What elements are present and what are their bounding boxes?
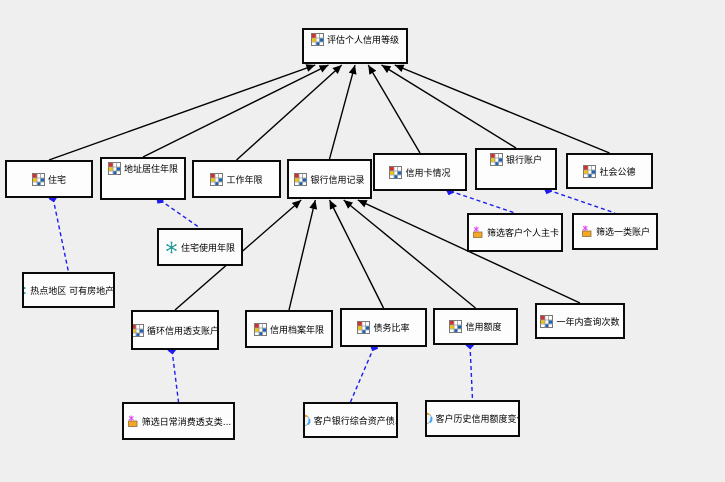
table-icon (449, 320, 463, 333)
node-label: 循环信用透支账户 (147, 326, 219, 337)
node-label: 债务比率 (373, 324, 410, 334)
node-credit-file-years[interactable]: 信用档案年限 (245, 310, 333, 348)
edge-credit-card-root (367, 64, 421, 154)
node-label: 工作年限 (226, 175, 263, 186)
node-label: 住宅使用年限 (180, 243, 235, 254)
table-icon (294, 172, 308, 186)
node-label: 信用卡情况 (405, 168, 451, 179)
node-filter-class1-account[interactable]: 筛选一类账户 (572, 213, 658, 250)
node-residence-use-years[interactable]: 住宅使用年限 (157, 228, 243, 266)
node-label: 地址居住年限 (123, 165, 178, 175)
node-debt-ratio[interactable]: 债务比率 (340, 308, 427, 347)
node-bank-credit[interactable]: 银行信用记录 (287, 159, 372, 199)
edge-credit-limit-credit-limit-history (465, 340, 475, 401)
edge-address-years-root (142, 64, 329, 158)
node-label: 热点地区 可有房地产... (30, 286, 115, 297)
node-bank-assets[interactable]: 客户银行综合资产债... (303, 402, 398, 438)
node-hot-area[interactable]: 热点地区 可有房地产... (22, 272, 115, 308)
table-icon (133, 323, 144, 337)
node-root[interactable]: 评估个人信用等级 (302, 28, 408, 64)
node-revolving-account[interactable]: 循环信用透支账户 (131, 310, 219, 350)
filter-icon (126, 415, 139, 428)
node-label: 客户历史信用额度变化 (435, 415, 520, 425)
filter-icon (471, 226, 484, 239)
node-label: 住宅 (47, 175, 66, 186)
node-label: 信用档案年限 (269, 325, 324, 336)
node-filter-daily-overdraft[interactable]: 筛选日常消费透支类... (122, 402, 235, 440)
node-work-years[interactable]: 工作年限 (192, 160, 281, 198)
filter-icon (580, 225, 593, 238)
node-label: 银行账户 (505, 156, 542, 166)
edge-residence-root (48, 64, 316, 161)
edge-social-morality-root (394, 64, 610, 154)
table-icon (583, 164, 597, 178)
snowflake-icon (165, 241, 178, 254)
edge-address-years-residence-use-years (156, 196, 201, 229)
node-label: 银行信用记录 (310, 175, 365, 186)
node-filter-personal-card[interactable]: 筛选客户个人主卡 (467, 213, 563, 252)
table-icon (210, 172, 224, 186)
node-label: 评估个人信用等级 (326, 36, 399, 46)
edge-debt-ratio-bank-assets (349, 342, 379, 403)
edge-debt-ratio-bank-credit (328, 199, 385, 309)
node-credit-limit-history[interactable]: 客户历史信用额度变化 (425, 400, 520, 437)
node-address-years[interactable]: 地址居住年限 (100, 157, 186, 200)
table-icon (107, 162, 121, 175)
table-icon (357, 321, 371, 334)
node-query-count[interactable]: 一年内查询次数 (535, 303, 625, 339)
globe-icon (427, 412, 433, 425)
edge-credit-file-years-bank-credit (288, 199, 318, 311)
table-icon (540, 314, 554, 328)
snowflake-icon (24, 284, 27, 297)
node-label: 筛选客户个人主卡 (486, 229, 559, 239)
node-label: 客户银行综合资产债... (313, 416, 398, 427)
table-icon (389, 165, 403, 179)
table-icon (310, 33, 324, 46)
edge-credit-limit-bank-credit (343, 199, 476, 309)
edge-bank-account-root (381, 64, 517, 149)
edge-bank-credit-root (328, 64, 357, 160)
node-credit-limit[interactable]: 信用额度 (433, 308, 518, 345)
node-label: 信用额度 (465, 323, 502, 333)
edge-revolving-account-filter-daily-overdraft (167, 345, 180, 403)
node-residence[interactable]: 住宅 (5, 160, 93, 198)
node-bank-account[interactable]: 银行账户 (475, 148, 557, 190)
node-credit-card[interactable]: 信用卡情况 (373, 153, 467, 191)
edge-work-years-root (236, 64, 343, 161)
globe-icon (305, 414, 311, 427)
edge-residence-hot-area (48, 193, 70, 273)
table-icon (31, 172, 45, 186)
table-icon (253, 322, 267, 336)
edge-bank-account-filter-class1-account (543, 185, 616, 214)
node-social-morality[interactable]: 社会公德 (566, 153, 653, 189)
table-icon (489, 153, 503, 166)
node-label: 社会公德 (599, 167, 636, 178)
node-label: 一年内查询次数 (556, 317, 620, 328)
node-label: 筛选一类账户 (595, 228, 650, 238)
node-label: 筛选日常消费透支类... (141, 417, 232, 428)
edge-group (48, 64, 616, 403)
edge-credit-card-filter-personal-card (445, 186, 516, 214)
